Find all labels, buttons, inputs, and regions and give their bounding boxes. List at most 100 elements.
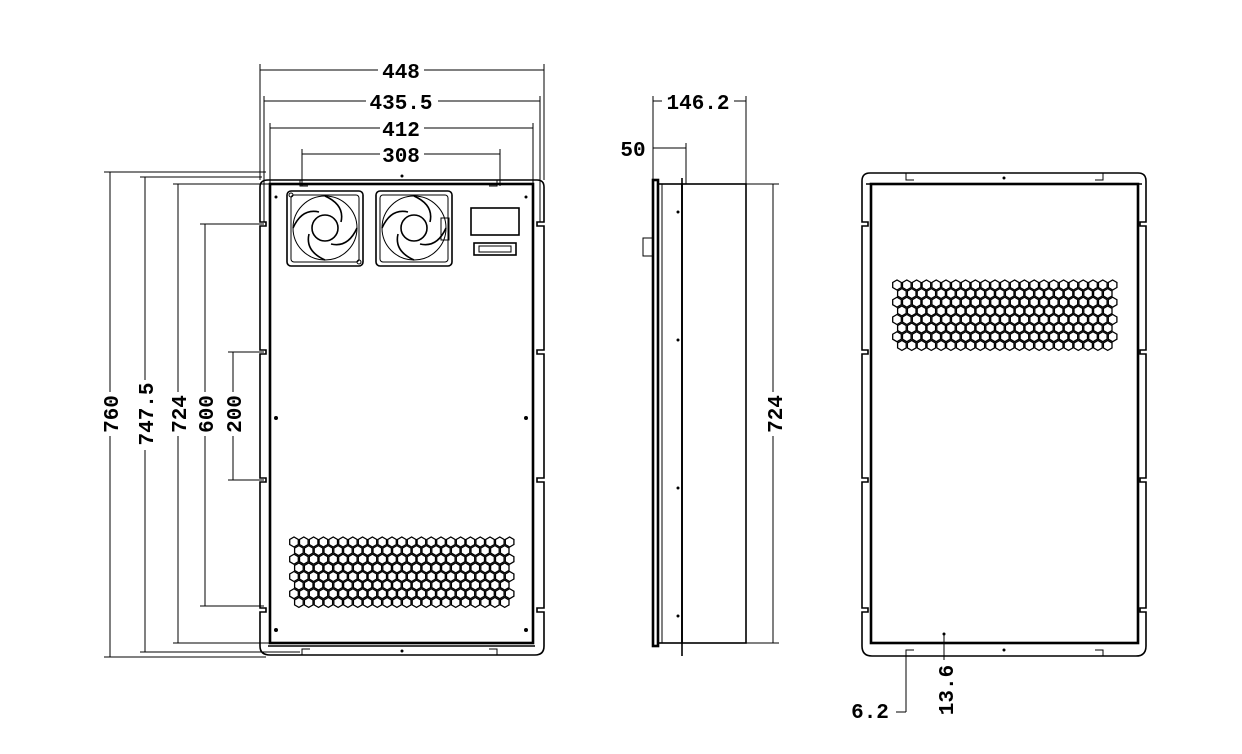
- vent-hole: [985, 322, 996, 334]
- vent-hole: [896, 305, 907, 317]
- vent-hole: [367, 570, 378, 583]
- vent-hole: [892, 296, 902, 308]
- vent-hole: [990, 330, 1000, 343]
- vent-hole: [485, 570, 495, 583]
- vent-hole: [960, 279, 971, 291]
- vent-hole: [1073, 339, 1084, 352]
- vent-hole: [1063, 305, 1074, 317]
- vent-hole: [1063, 287, 1074, 300]
- vent-hole: [367, 587, 378, 600]
- vent-hole: [1048, 279, 1059, 291]
- vent-hole: [896, 339, 907, 352]
- vent-hole: [338, 587, 348, 600]
- vent-hole: [460, 579, 471, 591]
- vent-hole: [485, 587, 495, 600]
- vent-hole: [470, 544, 481, 557]
- rear-body-panel: [869, 182, 1140, 645]
- vent-hole: [333, 579, 344, 591]
- vent-hole: [926, 339, 937, 352]
- vent-hole: [1034, 287, 1045, 300]
- vent-hole: [440, 562, 451, 574]
- vent-hole: [401, 562, 412, 574]
- vent-hole: [950, 330, 961, 343]
- vent-hole: [362, 596, 373, 609]
- vent-hole: [406, 587, 417, 600]
- vent-hole: [342, 596, 353, 609]
- vent-hole: [387, 570, 397, 583]
- side-rear-body: [681, 183, 747, 644]
- vent-hole: [1083, 339, 1094, 352]
- vent-hole: [445, 570, 456, 583]
- vent-hole: [367, 553, 378, 565]
- vent-hole: [1048, 296, 1059, 308]
- vent-hole: [377, 570, 388, 583]
- vent-hole: [470, 596, 481, 609]
- vent-hole: [382, 579, 393, 591]
- vent-hole: [411, 579, 422, 591]
- vent-hole: [333, 596, 344, 609]
- dim-13-6: 13.6: [937, 665, 960, 715]
- vent-hole: [1039, 296, 1049, 308]
- vent-hole: [460, 562, 471, 574]
- vent-hole: [475, 570, 486, 583]
- vent-hole: [333, 562, 344, 574]
- vent-hole: [494, 587, 505, 600]
- vent-hole: [426, 536, 437, 548]
- vent-hole: [1102, 305, 1113, 317]
- vent-hole: [347, 570, 358, 583]
- vent-hole: [990, 313, 1000, 326]
- vent-hole: [362, 544, 373, 557]
- vent-hole: [994, 339, 1005, 352]
- fan-right: [375, 190, 453, 267]
- vent-hole: [494, 553, 505, 565]
- front-top-notch-right: [489, 180, 498, 187]
- vent-hole: [362, 562, 373, 574]
- vent-hole: [391, 596, 402, 609]
- vent-hole: [1029, 296, 1040, 308]
- vent-hole: [1083, 322, 1094, 334]
- vent-hole: [1014, 287, 1025, 300]
- vent-hole: [421, 596, 432, 609]
- vent-hole: [406, 570, 417, 583]
- vent-hole: [308, 536, 319, 548]
- vent-hole: [906, 322, 917, 334]
- vent-hole: [455, 570, 466, 583]
- vent-hole: [431, 596, 442, 609]
- vent-hole: [965, 322, 976, 334]
- rear-view: [861, 172, 1147, 657]
- vent-hole: [955, 322, 966, 334]
- vent-hole: [1043, 305, 1054, 317]
- vent-hole: [1024, 322, 1035, 334]
- vent-hole: [1043, 287, 1054, 300]
- vent-hole: [455, 587, 466, 600]
- front-bottom-notch-left: [301, 648, 310, 655]
- front-flange-outline: [259, 179, 545, 656]
- vent-hole: [906, 287, 917, 300]
- vent-hole: [931, 330, 942, 343]
- vent-hole: [342, 579, 353, 591]
- vent-hole: [941, 296, 951, 308]
- vent-hole: [382, 562, 393, 574]
- vent-hole: [1024, 305, 1035, 317]
- dim-412: 412: [382, 120, 420, 143]
- vent-hole: [338, 536, 348, 548]
- side-dimensions: 146.2 50 724: [620, 89, 789, 644]
- vent-hole: [994, 305, 1005, 317]
- vent-hole: [1107, 330, 1118, 343]
- vent-hole: [445, 553, 456, 565]
- vent-hole: [911, 279, 922, 291]
- vent-hole: [342, 544, 353, 557]
- controller-connector: [473, 242, 517, 256]
- vent-hole: [1102, 339, 1113, 352]
- vent-hole: [965, 305, 976, 317]
- vent-hole: [1053, 305, 1064, 317]
- vent-hole: [955, 339, 966, 352]
- vent-hole: [916, 305, 927, 317]
- vent-hole: [323, 596, 334, 609]
- vent-hole: [945, 339, 956, 352]
- vent-hole: [318, 553, 329, 565]
- vent-hole: [1004, 322, 1015, 334]
- vent-hole: [1048, 330, 1059, 343]
- dim-724-front: 724: [170, 395, 193, 433]
- vent-hole: [1029, 313, 1040, 326]
